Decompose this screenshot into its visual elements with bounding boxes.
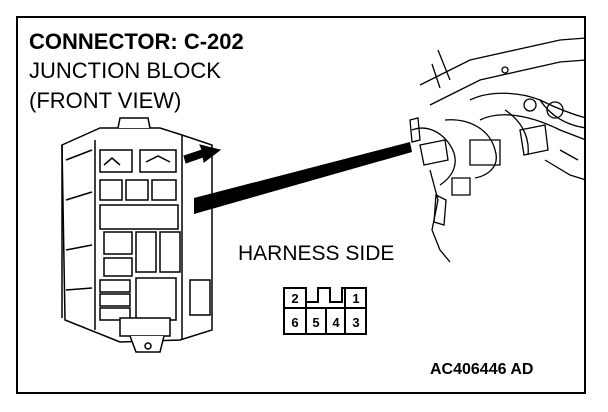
junction-block-illustration <box>61 117 213 353</box>
junction-block-label: JUNCTION BLOCK <box>29 58 221 83</box>
figure-code: AC406446 AD <box>430 361 534 378</box>
arrow-right-icon <box>183 144 222 164</box>
connector-face: 2 1 6 5 4 3 <box>283 287 367 335</box>
pin-label-2: 2 <box>291 291 298 306</box>
pin-label-1: 1 <box>352 291 359 306</box>
pin-label-3: 3 <box>352 315 359 330</box>
pin-label-4: 4 <box>332 315 340 330</box>
pin-label-6: 6 <box>291 315 298 330</box>
vehicle-harness-illustration <box>409 37 587 263</box>
pin-label-5: 5 <box>312 315 319 330</box>
connector-title: CONNECTOR: C-202 <box>29 29 244 54</box>
front-view-label: (FRONT VIEW) <box>29 88 182 113</box>
leader-wedge <box>194 142 412 214</box>
harness-side-label: HARNESS SIDE <box>238 242 395 265</box>
